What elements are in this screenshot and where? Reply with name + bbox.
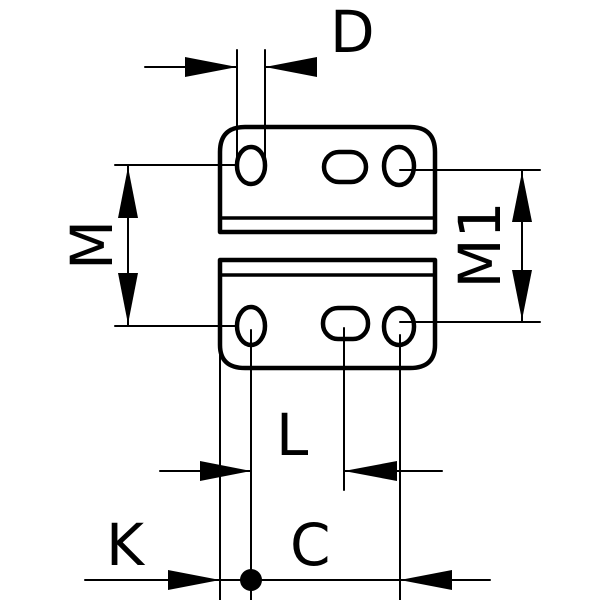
lower-slot-hole: [320, 305, 371, 342]
label-c: C: [290, 511, 331, 579]
label-k: K: [106, 511, 146, 579]
dimension-d: D: [144, 0, 375, 168]
upper-round-hole: [234, 144, 268, 187]
label-l: L: [276, 401, 308, 469]
upper-slot-hole: [321, 149, 369, 185]
label-m: M: [58, 220, 126, 270]
upper-right-hole: [381, 144, 417, 188]
arrowhead: [400, 570, 452, 590]
arrowhead: [512, 172, 532, 222]
label-m1: M1: [446, 202, 514, 289]
lower-hinge-leaf: [217, 257, 438, 371]
upper-hinge-leaf: [217, 124, 438, 235]
reference-point: [240, 569, 262, 591]
arrowhead: [512, 270, 532, 320]
arrowhead: [265, 57, 317, 77]
arrowhead: [168, 570, 220, 590]
dimension-m: M: [58, 164, 238, 327]
label-d: D: [330, 0, 375, 66]
arrowhead: [185, 57, 237, 77]
arrowhead: [118, 167, 138, 218]
arrowhead: [200, 461, 251, 481]
dimension-m1: M1: [399, 169, 541, 323]
dimension-l: L: [159, 401, 443, 481]
arrowhead: [344, 461, 397, 481]
arrowhead: [118, 273, 138, 324]
dimension-k-c: K C: [84, 511, 491, 591]
